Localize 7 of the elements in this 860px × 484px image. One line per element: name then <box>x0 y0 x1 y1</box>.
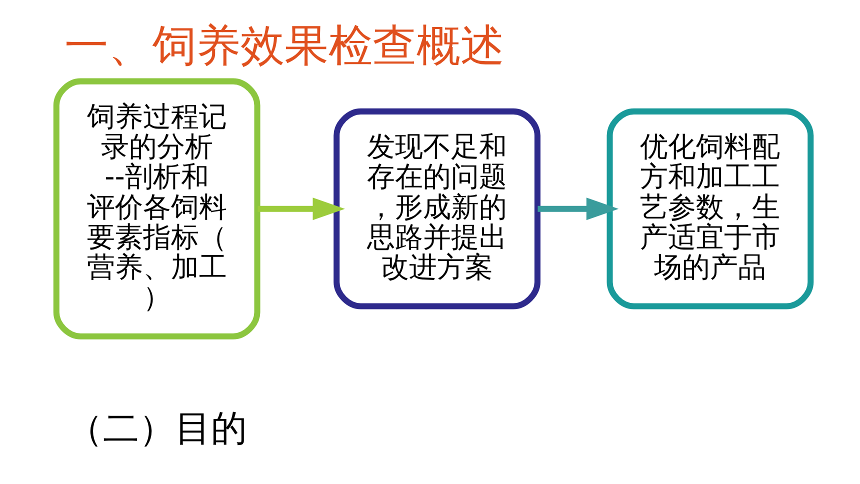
node-box: 饲养过程记录的分析 --剖析和评价各饲料要素指标（营养、加工） <box>53 78 260 339</box>
label: （二）目的 <box>66 406 247 450</box>
node-box: 优化饲料配方和加工工艺参数，生产适宜于市场的产品 <box>606 108 814 309</box>
node-box: 发现不足和存在的问题，形成新的思路并提出改进方案 <box>334 108 540 309</box>
arrow <box>258 197 345 220</box>
arrow <box>538 197 619 220</box>
diagram-title: 一、饲养效果检查概述 <box>64 20 504 71</box>
